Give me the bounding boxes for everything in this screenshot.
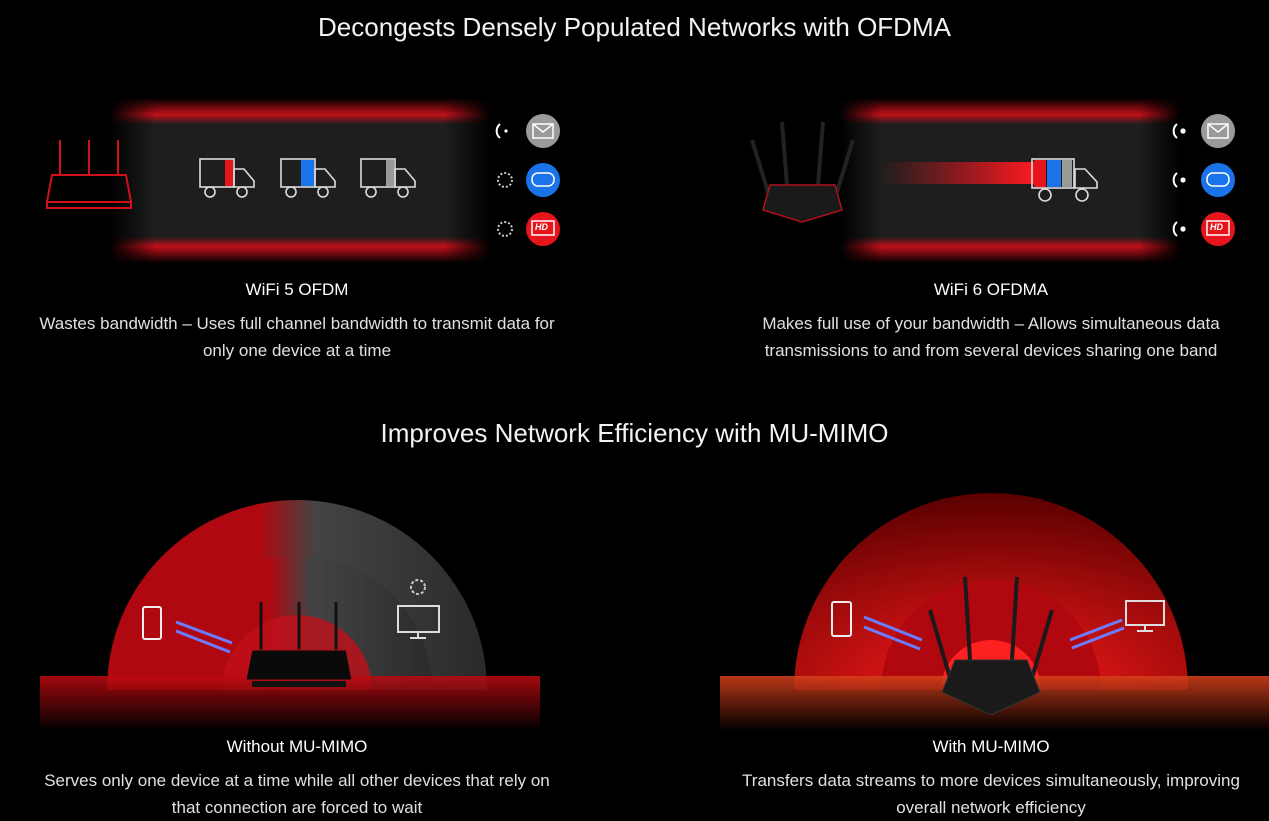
- with-mumimo-desc-line2: overall network efficiency: [896, 798, 1086, 817]
- mumimo-title: Improves Network Efficiency with MU-MIMO: [380, 418, 889, 448]
- wifi5-desc-line2: only one device at a time: [202, 341, 392, 360]
- wifi5-desc-line1: Wastes bandwidth – Uses full channel ban…: [39, 314, 555, 333]
- truck-icons: [199, 158, 416, 198]
- with-mumimo-caption: With MU-MIMO Transfers data streams to m…: [661, 737, 1269, 821]
- with-mumimo-illustration: [720, 493, 1269, 731]
- truck-icon-multi: [1031, 158, 1098, 202]
- mail-icon: [1201, 114, 1235, 148]
- wifi6-router-icon: [750, 121, 855, 223]
- monitor-icon: [397, 605, 440, 639]
- with-mumimo-heading: With MU-MIMO: [932, 737, 1050, 756]
- hd-badge-text: HD: [1210, 222, 1223, 232]
- wifi5-heading: WiFi 5 OFDM: [245, 280, 349, 299]
- wifi6-desc-line2: transmissions to and from several device…: [764, 341, 1218, 360]
- wifi-signal-icon: [1172, 123, 1178, 139]
- ofdma-title: Decongests Densely Populated Networks wi…: [318, 12, 951, 42]
- wifi6-device-icons: [1172, 123, 1186, 237]
- without-mumimo-heading: Without MU-MIMO: [226, 737, 368, 756]
- wifi6-heading: WiFi 6 OFDMA: [933, 280, 1049, 299]
- gamepad-icon: [526, 163, 560, 197]
- without-mumimo-illustration: [40, 500, 540, 731]
- wifi5-device-icons: [495, 114, 560, 246]
- without-mumimo-caption: Without MU-MIMO Serves only one device a…: [0, 737, 597, 821]
- wifi5-caption: WiFi 5 OFDM Wastes bandwidth – Uses full…: [0, 280, 597, 364]
- phone-icon: [831, 601, 852, 637]
- with-mumimo-desc-line1: Transfers data streams to more devices s…: [742, 771, 1240, 790]
- loading-icon: [497, 221, 513, 237]
- wifi-signal-icon: [495, 123, 501, 139]
- without-mumimo-desc-line1: Serves only one device at a time while a…: [44, 771, 550, 790]
- router-icon: [259, 602, 338, 652]
- phone-icon: [142, 606, 162, 640]
- wifi6-desc-line1: Makes full use of your bandwidth – Allow…: [762, 314, 1220, 333]
- wifi-signal-icon: [1172, 172, 1178, 188]
- wifi6-banner: [840, 98, 1180, 263]
- gamepad-icon: [1201, 163, 1235, 197]
- without-mumimo-desc-line2: that connection are forced to wait: [171, 798, 423, 817]
- monitor-icon: [1125, 600, 1165, 632]
- wifi-signal-icon: [1172, 221, 1178, 237]
- loading-icon: [497, 172, 513, 188]
- data-arrows-icon: [175, 620, 233, 654]
- hd-badge-text: HD: [535, 222, 548, 232]
- wifi5-banner: [110, 98, 490, 263]
- mail-icon: [526, 114, 560, 148]
- data-arrows-icon: [863, 615, 1125, 651]
- router-outline-icon: [45, 140, 133, 209]
- loading-icon: [410, 579, 426, 595]
- wifi6-caption: WiFi 6 OFDMA Makes full use of your band…: [691, 280, 1269, 364]
